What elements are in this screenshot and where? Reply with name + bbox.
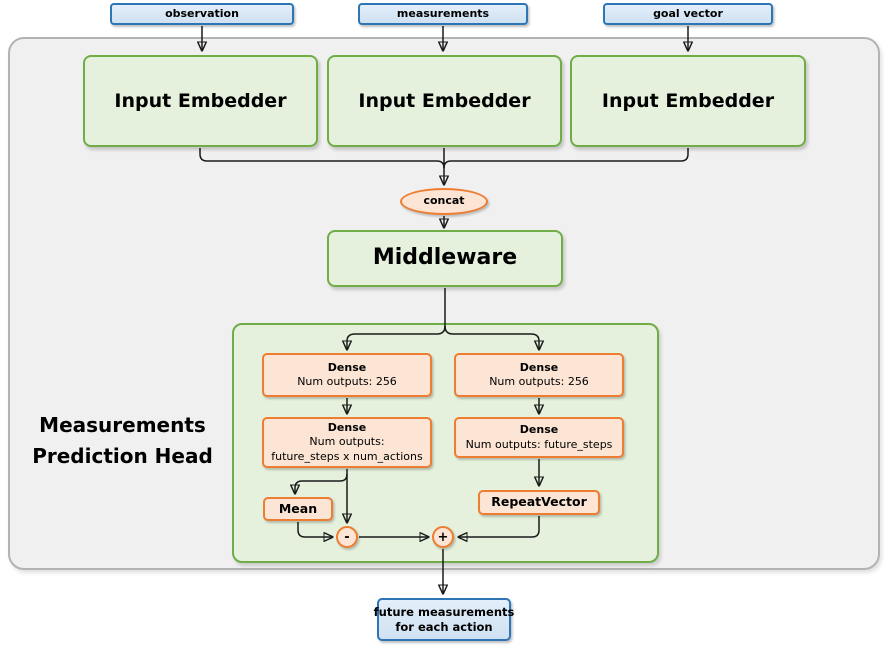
dense-right-1-subtitle: Num outputs: 256 (489, 375, 589, 388)
dense-left-2: Dense Num outputs: future_steps x num_ac… (262, 417, 432, 468)
input-embedder-1-label: Input Embedder (114, 89, 287, 112)
minus-label: - (344, 529, 350, 545)
plus-operator: + (432, 526, 454, 548)
dense-right-1: Dense Num outputs: 256 (454, 353, 624, 397)
dense-left-1: Dense Num outputs: 256 (262, 353, 432, 397)
input-embedder-3-label: Input Embedder (601, 89, 775, 112)
dense-left-1-subtitle: Num outputs: 256 (297, 375, 397, 388)
dense-left-1-title: Dense (327, 360, 367, 374)
output-label-line2: for each action (395, 619, 493, 634)
middleware-label: Middleware (372, 245, 518, 271)
dense-left-2-subtitle-line1: Num outputs: (309, 435, 385, 449)
input-embedder-3: Input Embedder (570, 55, 806, 147)
dense-right-2-title: Dense (519, 423, 559, 437)
plus-label: + (437, 529, 449, 545)
head-title-line1: Measurements (39, 413, 206, 437)
minus-operator: - (336, 526, 358, 548)
output-box-future-measurements: future measurements for each action (374, 598, 514, 641)
observation-label: observation (165, 6, 239, 20)
repeat-vector-node: RepeatVector (478, 490, 600, 515)
dense-right-2: Dense Num outputs: future_steps (454, 417, 624, 458)
input-box-measurements: measurements (358, 3, 528, 25)
input-embedder-2-label: Input Embedder (358, 89, 531, 112)
input-embedder-1: Input Embedder (83, 55, 318, 147)
mean-label: Mean (278, 500, 318, 516)
mean-node: Mean (263, 497, 333, 521)
goal-vector-label: goal vector (653, 6, 723, 20)
concat-label: concat (423, 194, 465, 208)
prediction-head-title: Measurements Prediction Head (15, 410, 230, 472)
measurements-label: measurements (396, 6, 490, 20)
head-title-line2: Prediction Head (32, 444, 213, 468)
output-label-line1: future measurements (373, 604, 515, 619)
dense-left-2-title: Dense (327, 421, 367, 435)
repeat-vector-label: RepeatVector (491, 494, 587, 510)
input-box-observation: observation (110, 3, 294, 25)
input-box-goal-vector: goal vector (603, 3, 773, 25)
dense-right-1-title: Dense (519, 360, 559, 374)
dense-left-2-subtitle-line2: future_steps x num_actions (271, 449, 423, 463)
input-embedder-2: Input Embedder (327, 55, 562, 147)
middleware-node: Middleware (327, 230, 563, 287)
dense-right-2-subtitle: Num outputs: future_steps (465, 437, 613, 451)
concat-node: concat (400, 188, 488, 215)
